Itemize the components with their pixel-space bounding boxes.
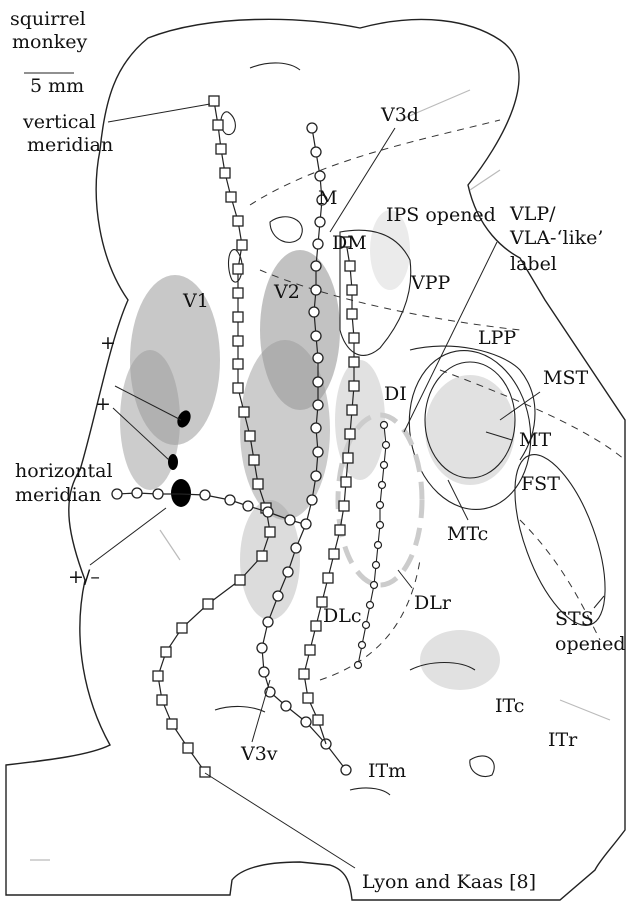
label-v3d: V3d — [380, 104, 419, 126]
injection-site-middle — [168, 454, 178, 470]
label-ips: IPS opened — [386, 204, 496, 226]
label-dm: DM — [332, 232, 367, 254]
label-dlc: DLc — [323, 605, 362, 627]
label-lpp: LPP — [478, 327, 516, 349]
label-di: DI — [384, 383, 407, 405]
scale-bar-label: 5 mm — [30, 75, 84, 97]
label-plus-lower: + — [95, 393, 111, 415]
citation-label: Lyon and Kaas [8] — [362, 871, 536, 893]
label-m: M — [318, 187, 337, 209]
label-mt: MT — [519, 429, 551, 451]
label-mtc: MTc — [447, 523, 488, 545]
label-plus-upper: + — [100, 332, 116, 354]
label-plus-minus: +/– — [68, 566, 100, 588]
vertical-meridian-label-1: vertical — [22, 111, 96, 133]
label-itc: ITc — [495, 695, 524, 717]
vertical-meridian-label-2: meridian — [27, 134, 113, 156]
label-v3v: V3v — [240, 743, 278, 765]
label-vlp-1: VLP/ — [509, 203, 556, 225]
label-vlp-2: VLA-‘like’ — [509, 227, 603, 249]
label-v2: V2 — [273, 281, 300, 303]
species-label-line2: monkey — [12, 31, 87, 53]
label-fst: FST — [521, 473, 560, 495]
label-itr: ITr — [548, 729, 578, 751]
label-sts-1: STS — [555, 608, 594, 630]
species-label-line1: squirrel — [10, 8, 86, 30]
label-sts-2: opened — [555, 633, 626, 655]
label-vlp-3: label — [510, 253, 557, 275]
label-mst: MST — [543, 367, 588, 389]
label-itm: ITm — [368, 760, 406, 782]
injection-site-large — [171, 479, 191, 507]
label-vpp: VPP — [410, 272, 451, 294]
horizontal-meridian-label-2: meridian — [15, 484, 101, 506]
label-dlr: DLr — [414, 592, 452, 614]
horizontal-meridian-label-1: horizontal — [15, 460, 113, 482]
label-v1: V1 — [182, 290, 209, 312]
